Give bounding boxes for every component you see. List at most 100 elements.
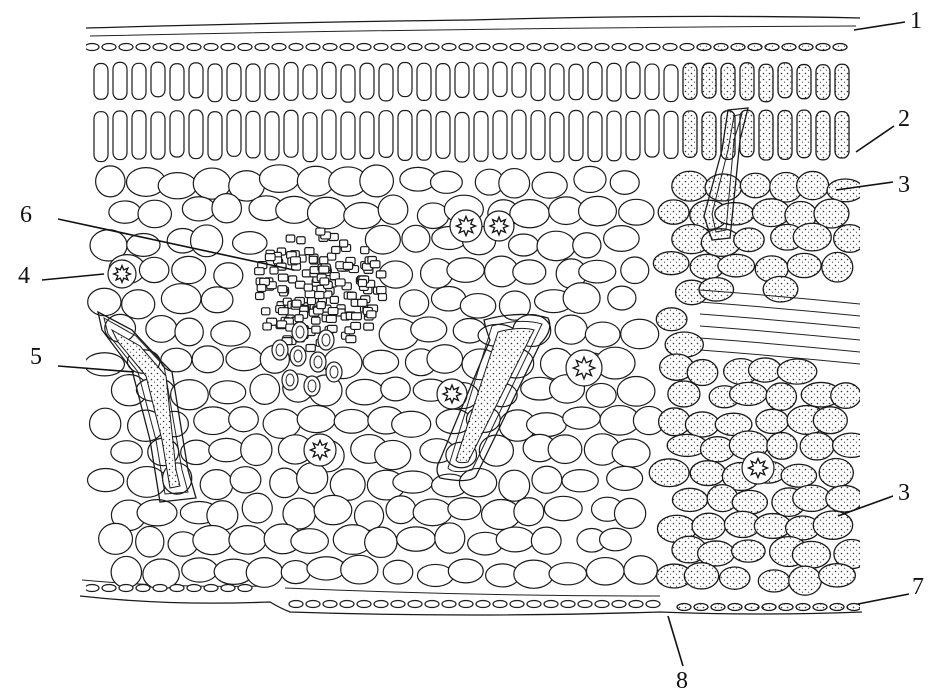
parenchyma-cell xyxy=(297,406,335,433)
parenchyma-cell xyxy=(96,166,125,197)
parenchyma-cell xyxy=(139,257,168,282)
parenchyma-cell xyxy=(619,199,654,225)
palisade-cell xyxy=(265,64,279,100)
assimilative-cell xyxy=(813,511,852,539)
vascular-cell xyxy=(277,321,287,328)
label-8: 8 xyxy=(676,668,688,691)
assimilative-cell xyxy=(822,252,853,282)
vascular-cell xyxy=(367,311,376,318)
assimilative-cell xyxy=(834,225,866,253)
epidermis-cell xyxy=(711,604,725,611)
parenchyma-cell xyxy=(250,374,280,404)
parenchyma-cell xyxy=(211,321,250,346)
assimilative-cell xyxy=(672,488,707,511)
assimilative-cell xyxy=(793,223,831,251)
parenchyma-cell xyxy=(614,498,645,528)
epidermis-cell xyxy=(493,601,507,608)
parenchyma-cell xyxy=(617,376,655,406)
vascular-cell xyxy=(327,253,335,260)
vascular-cell xyxy=(304,284,312,291)
palisade-cell xyxy=(455,113,469,162)
epidermis-cell xyxy=(408,601,422,608)
xylem-vessel xyxy=(290,346,306,366)
parenchyma-cell xyxy=(191,225,223,257)
assimilative-cell xyxy=(715,203,754,225)
parenchyma-cell xyxy=(427,345,463,374)
epidermis-cell xyxy=(306,601,320,608)
epidermis-cell xyxy=(782,44,796,51)
epidermis-cell xyxy=(694,604,708,611)
parenchyma-cell xyxy=(397,527,436,551)
assimilative-cell xyxy=(766,383,796,410)
epidermis-cell xyxy=(629,44,643,51)
vascular-cell xyxy=(316,228,325,235)
palisade-cell xyxy=(778,63,792,98)
parenchyma-cell xyxy=(509,234,539,256)
palisade-cell xyxy=(151,112,165,159)
palisade-cell xyxy=(683,63,697,99)
vascular-cell xyxy=(347,292,356,299)
parenchyma-cell xyxy=(88,288,121,315)
epidermis-cell xyxy=(813,604,827,611)
assimilative-cell xyxy=(756,409,789,433)
epidermis-cell xyxy=(663,44,677,51)
parenchyma-cell xyxy=(276,196,313,223)
epidermis-cell xyxy=(119,44,133,51)
vascular-cell xyxy=(278,308,288,315)
parenchyma-cell xyxy=(344,203,382,229)
parenchyma-cell xyxy=(122,290,155,319)
assimilative-cell xyxy=(649,459,689,487)
epidermis-cell xyxy=(697,44,711,51)
vascular-cell xyxy=(315,291,324,298)
vascular-cell xyxy=(358,280,366,287)
epidermis-cell xyxy=(170,585,184,592)
palisade-cell xyxy=(341,65,355,102)
palisade-cell xyxy=(797,65,811,99)
assimilative-cell xyxy=(692,513,725,539)
parenchyma-cell xyxy=(479,435,513,466)
epidermis-cell xyxy=(714,44,728,51)
parenchyma-cell xyxy=(365,225,400,254)
palisade-cell xyxy=(113,62,127,99)
vascular-cell xyxy=(377,287,386,294)
label-6: 6 xyxy=(20,202,32,228)
epidermis-cell xyxy=(374,44,388,51)
palisade-cell xyxy=(265,112,279,160)
vascular-cell xyxy=(343,262,352,269)
leader-1 xyxy=(854,22,905,30)
epidermis-cell xyxy=(357,44,371,51)
assimilative-cell xyxy=(720,567,750,589)
parenchyma-cell xyxy=(241,434,272,466)
parenchyma-cell xyxy=(417,564,453,586)
vascular-cell xyxy=(319,266,329,273)
parenchyma-cell xyxy=(431,171,463,193)
label-3-lower: 3 xyxy=(898,480,910,506)
assimilative-cell xyxy=(792,541,830,568)
vascular-cell xyxy=(256,293,264,300)
vascular-cell xyxy=(320,278,329,285)
vascular-cell xyxy=(309,256,317,263)
epidermis-cell xyxy=(187,44,201,51)
epidermis-cell xyxy=(510,44,524,51)
parenchyma-cell xyxy=(527,413,567,437)
vascular-cell xyxy=(340,240,348,247)
epidermis-cell xyxy=(612,44,626,51)
vascular-cell xyxy=(320,257,328,264)
parenchyma-cell xyxy=(532,466,562,493)
epidermis-cell xyxy=(646,44,660,51)
parenchyma-cell xyxy=(604,226,640,252)
epidermis-cell xyxy=(221,44,235,51)
parenchyma-cell xyxy=(513,260,546,284)
assimilative-cell xyxy=(672,171,708,201)
fiber-line xyxy=(700,350,860,364)
palisade-cell xyxy=(664,111,678,158)
vascular-cell xyxy=(306,345,315,352)
palisade-cell xyxy=(797,110,811,158)
tissue-cells xyxy=(85,44,871,611)
epidermis-cell xyxy=(289,601,303,608)
parenchyma-cell xyxy=(548,435,582,464)
epidermis-cell xyxy=(289,44,303,51)
assimilative-cell xyxy=(793,485,831,511)
epidermis-cell xyxy=(136,585,150,592)
parenchyma-cell xyxy=(263,409,300,438)
